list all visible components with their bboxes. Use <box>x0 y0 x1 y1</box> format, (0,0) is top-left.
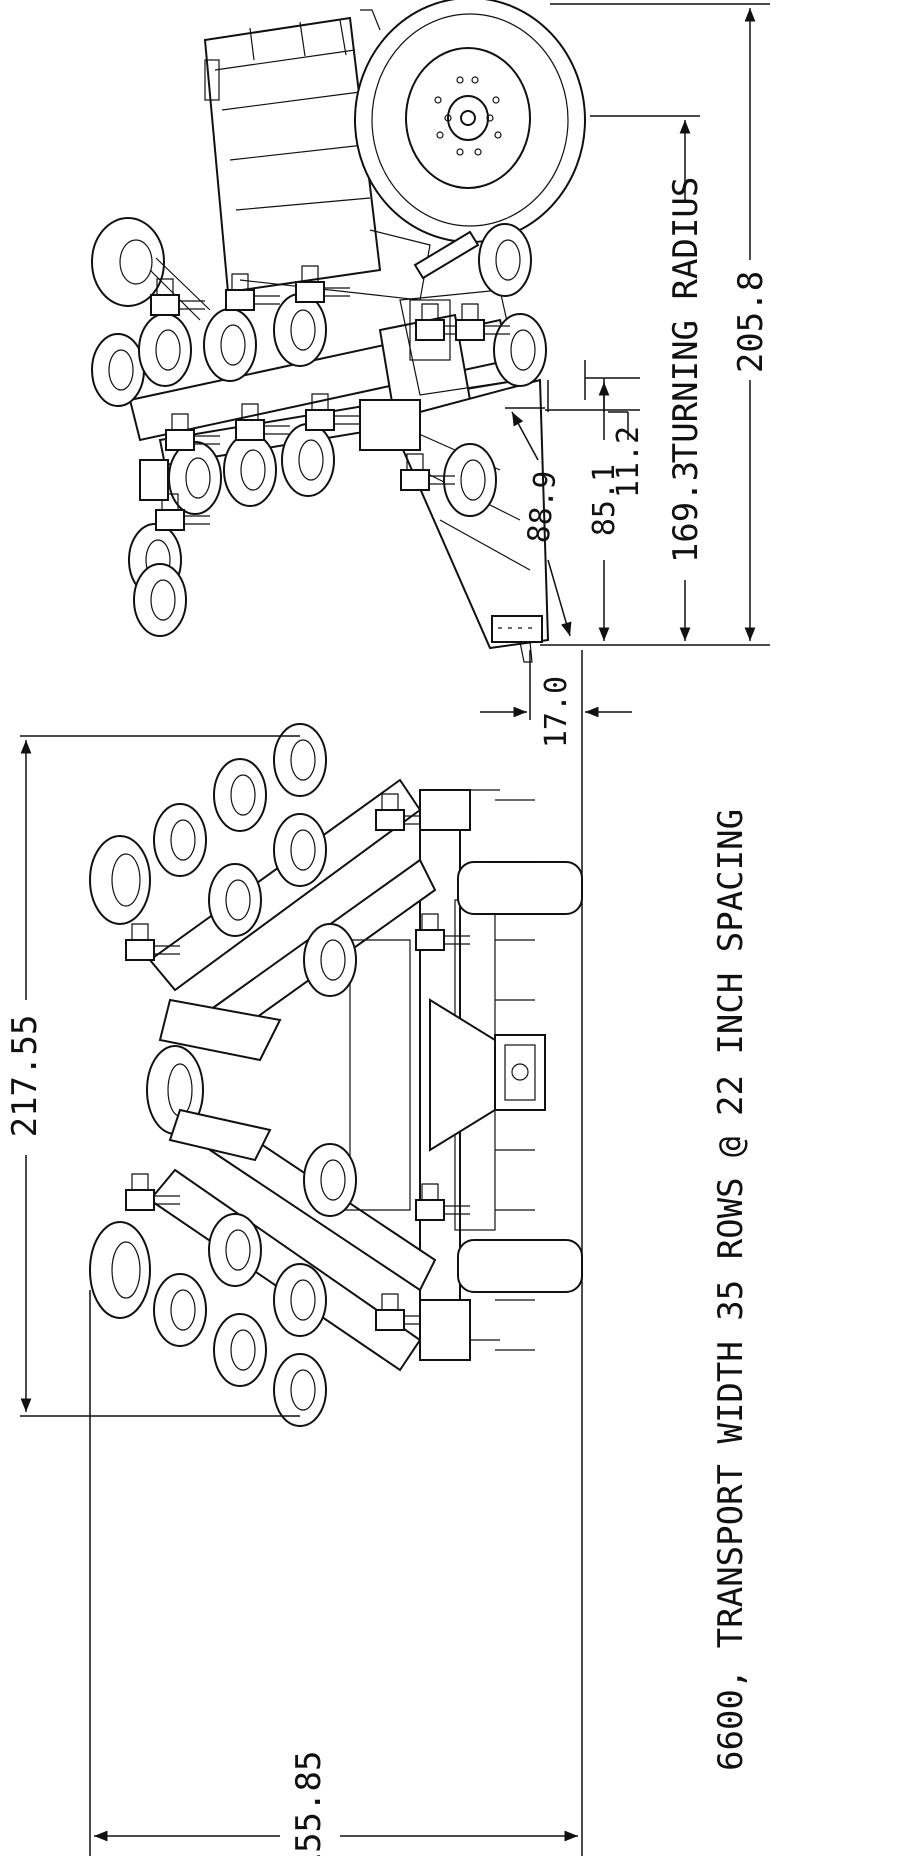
dim-88-9: 88.9 <box>521 469 563 545</box>
planter-top-view: 205.8 TURNING RADIUS 169.3 85.1 11.2 88.… <box>91 0 771 748</box>
dim-85-1: 85.1 <box>587 464 622 536</box>
transport-hitch <box>429 998 546 1152</box>
dimensions-top-view: 205.8 TURNING RADIUS 169.3 85.1 11.2 88.… <box>480 3 771 748</box>
dim-turning-radius-label: TURNING RADIUS <box>666 177 706 464</box>
drawing-caption: 6600, TRANSPORT WIDTH 35 ROWS @ 22 INCH … <box>711 809 751 1771</box>
planter-row-units <box>91 223 547 637</box>
dim-turning-radius-value: 169.3 <box>666 461 706 563</box>
dim-17-0: 17.0 <box>539 676 574 748</box>
planter-transport-view: 217.55 155.85 <box>5 720 583 1856</box>
dim-overall-length: 205.8 <box>731 271 771 373</box>
transport-row-units <box>125 723 535 1427</box>
hopper-tank <box>203 16 431 301</box>
dim-transport-width: 217.55 <box>5 1015 45 1138</box>
dim-11-2: 11.2 <box>611 426 646 498</box>
main-wheel <box>354 0 586 243</box>
dim-transport-height: 155.85 <box>289 1751 329 1856</box>
dimensions-transport-view: 217.55 155.85 <box>5 720 583 1856</box>
